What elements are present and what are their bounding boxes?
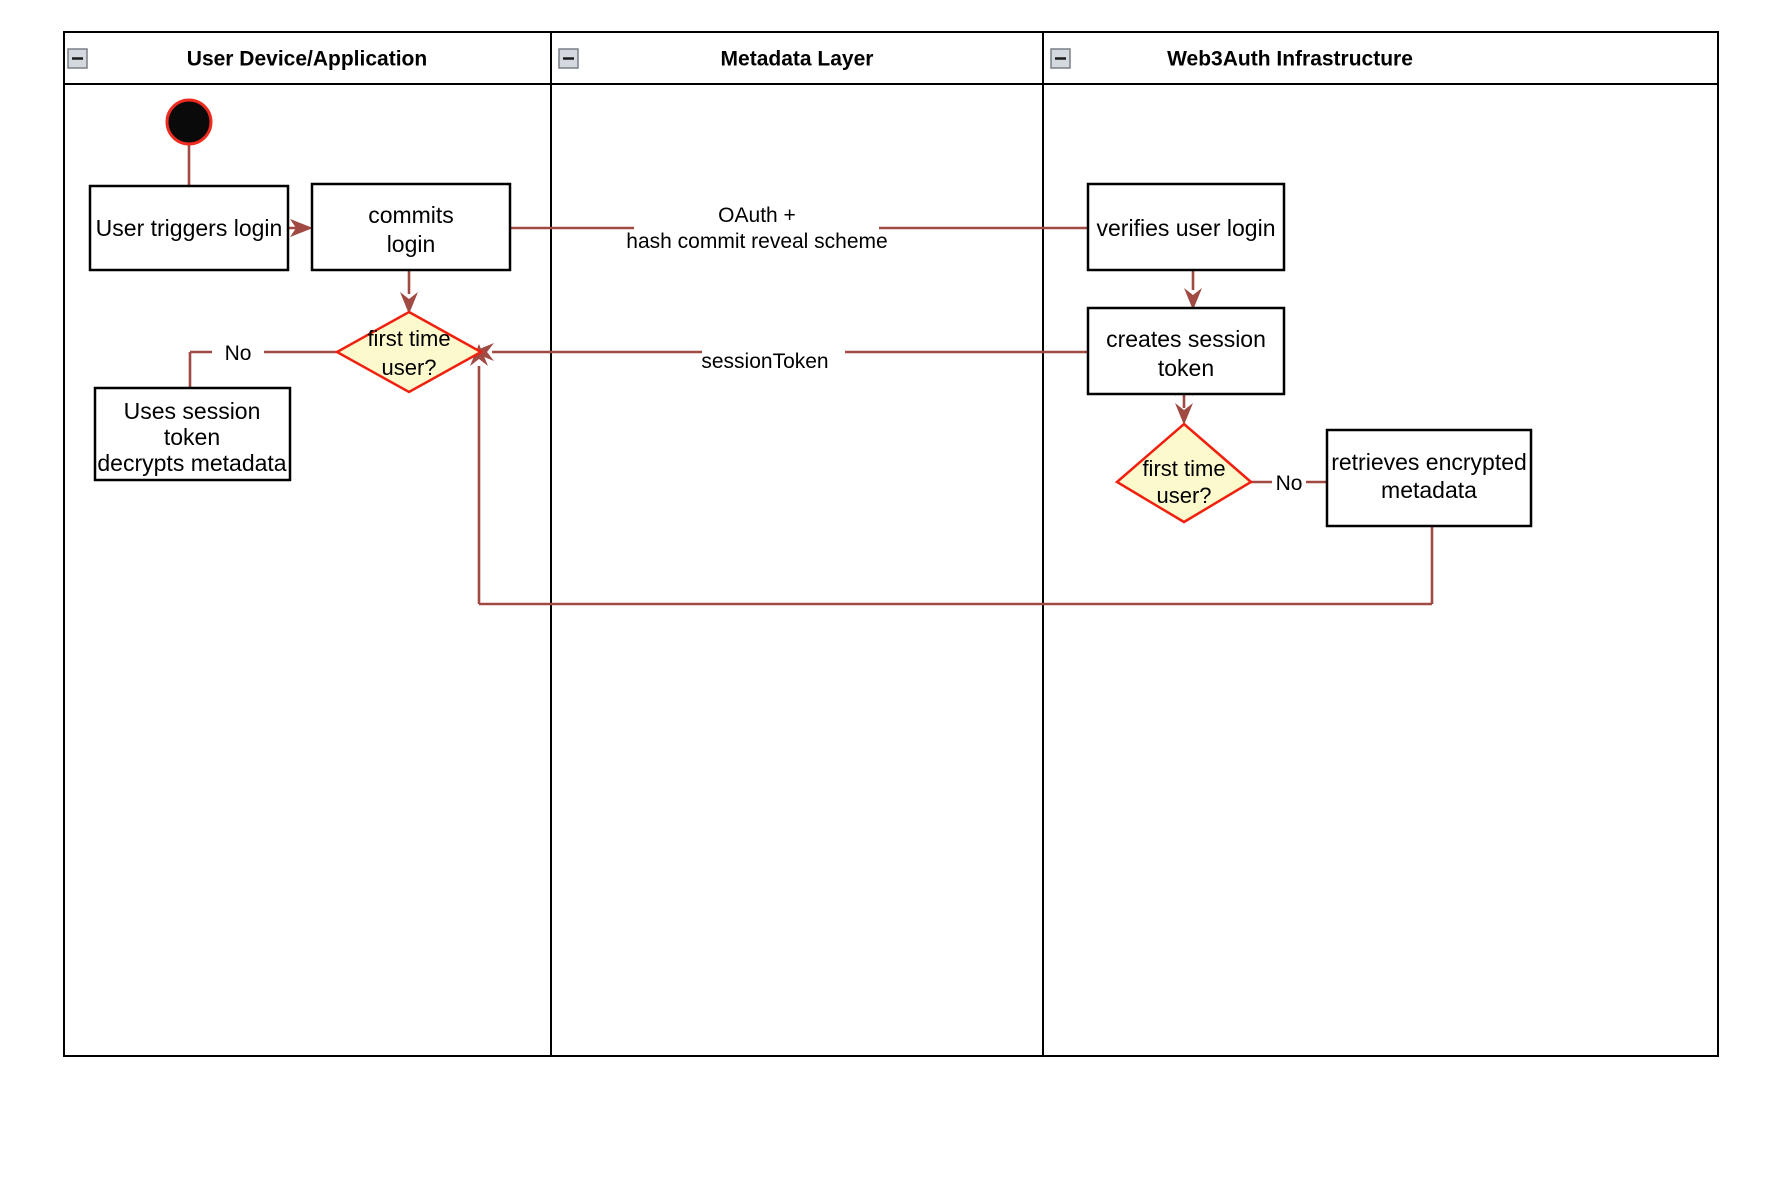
activity-creates-session-token-line-0: creates session bbox=[1106, 326, 1266, 352]
activity-retrieves-encrypted-metadata-line-0: retrieves encrypted bbox=[1331, 449, 1527, 475]
activity-creates-session-token-line-1: token bbox=[1158, 355, 1214, 381]
minus-box-icon-lane-2[interactable] bbox=[558, 48, 579, 69]
minus-box-icon-lane-3[interactable] bbox=[1050, 48, 1071, 69]
minus-box-icon-lane-1[interactable] bbox=[67, 48, 88, 69]
decision-left-line-1: user? bbox=[381, 355, 436, 380]
activity-verifies-user-login-line-0: verifies user login bbox=[1097, 215, 1276, 241]
lane-title-user-device: User Device/Application bbox=[187, 48, 427, 71]
edge-label-oauth-line2: hash commit reveal scheme bbox=[626, 230, 887, 253]
edge-decision-left-to-uses-session-token bbox=[188, 350, 344, 388]
decision-first-time-user-left[interactable]: first time user? bbox=[334, 310, 484, 394]
decision-right-line-1: user? bbox=[1156, 483, 1211, 508]
lane-header-metadata[interactable]: Metadata Layer bbox=[558, 48, 874, 71]
activity-user-triggers-login-line-0: User triggers login bbox=[96, 215, 283, 241]
start-node bbox=[165, 98, 213, 146]
edge-commits-login-to-decision-left bbox=[400, 270, 418, 314]
decision-left-line-0: first time bbox=[367, 326, 450, 351]
activity-retrieves-encrypted-metadata[interactable]: retrieves encrypted metadata bbox=[1325, 428, 1533, 528]
activity-verifies-user-login[interactable]: verifies user login bbox=[1086, 182, 1286, 272]
decision-first-time-user-right[interactable]: first time user? bbox=[1114, 422, 1254, 524]
lane-header-user-device[interactable]: User Device/Application bbox=[67, 48, 427, 71]
activity-uses-session-token-line-0: Uses session bbox=[124, 398, 261, 424]
activity-uses-session-token-line-1: token bbox=[164, 424, 220, 450]
activity-commits-login-line-0: commits bbox=[368, 202, 454, 228]
edge-user-triggers-login-to-commits-login bbox=[288, 219, 313, 237]
edge-label-session-token: sessionToken bbox=[701, 350, 828, 373]
activity-commits-login-line-1: login bbox=[387, 231, 436, 257]
activity-retrieves-encrypted-metadata-line-1: metadata bbox=[1381, 477, 1477, 503]
activity-creates-session-token[interactable]: creates session token bbox=[1086, 306, 1286, 396]
edge-retrieves-encrypted-metadata-to-decision-left bbox=[470, 344, 1434, 606]
edge-label-no-right: No bbox=[1276, 472, 1303, 495]
activity-commits-login[interactable]: commits login bbox=[310, 182, 512, 272]
activity-uses-session-token[interactable]: Uses session token decrypts metadata bbox=[93, 386, 292, 482]
edge-verifies-user-login-to-creates-session-token bbox=[1184, 270, 1202, 310]
edge-label-no-left: No bbox=[225, 342, 252, 365]
lane-title-web3auth: Web3Auth Infrastructure bbox=[1167, 48, 1413, 71]
lane-header-web3auth[interactable]: Web3Auth Infrastructure bbox=[1050, 48, 1413, 71]
lane-title-metadata: Metadata Layer bbox=[721, 48, 874, 71]
edge-label-oauth-line1: OAuth + bbox=[718, 204, 796, 227]
activity-uses-session-token-line-2: decrypts metadata bbox=[97, 450, 286, 476]
activity-user-triggers-login[interactable]: User triggers login bbox=[88, 184, 290, 272]
decision-right-line-0: first time bbox=[1142, 456, 1225, 481]
